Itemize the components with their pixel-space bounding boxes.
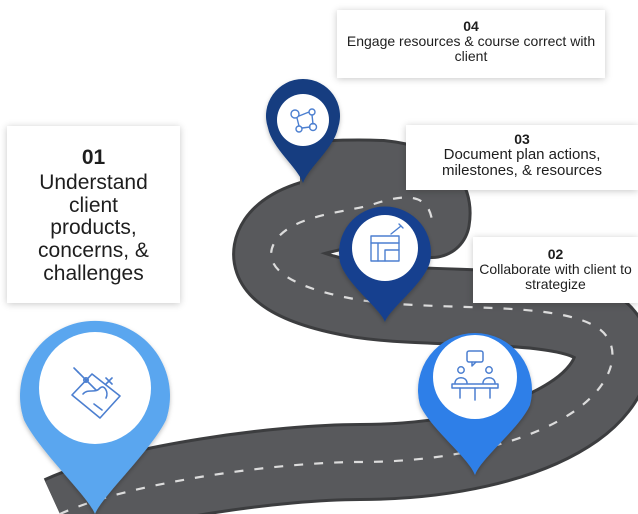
step-02-number: 02 bbox=[547, 246, 564, 262]
step-02-card: 02 Collaborate with client to strategize bbox=[473, 237, 638, 303]
step-03-number: 03 bbox=[514, 131, 530, 147]
step-04-card: 04 Engage resources & course correct wit… bbox=[337, 10, 605, 78]
blueprint-plan-icon bbox=[370, 223, 404, 262]
strategy-plan-icon bbox=[71, 367, 121, 419]
step-01-number: 01 bbox=[81, 146, 106, 169]
resource-network-icon bbox=[290, 108, 318, 133]
step-02-text: Collaborate with client to strategize bbox=[479, 261, 632, 293]
step-03-pin bbox=[339, 206, 432, 322]
meeting-discussion-icon bbox=[451, 350, 499, 401]
step-03-card: 03 Document plan actions, milestones, & … bbox=[406, 125, 638, 190]
road-center-line bbox=[59, 196, 614, 514]
step-04-pin bbox=[266, 79, 341, 183]
step-01-text: Understand client products, concerns, & … bbox=[38, 171, 149, 285]
step-04-text: Engage resources & course correct with c… bbox=[346, 33, 596, 65]
step-04-number: 04 bbox=[463, 18, 479, 34]
step-02-pin bbox=[418, 333, 532, 475]
step-01-card: 01 Understand client products, concerns,… bbox=[7, 126, 180, 303]
step-03-text: Document plan actions, milestones, & res… bbox=[441, 146, 603, 180]
